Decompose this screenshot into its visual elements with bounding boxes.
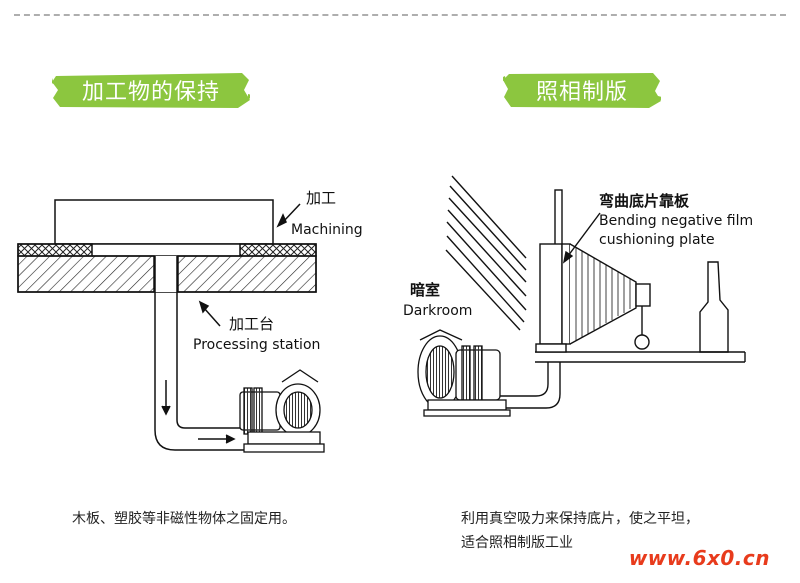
brush-stroke-left	[52, 73, 250, 108]
seal-left	[17, 243, 93, 257]
label-plate-en-2: cushioning plate	[599, 232, 715, 248]
label-machining-cn: 加工	[306, 189, 337, 207]
vacuum-pipe-inner	[176, 292, 248, 429]
banner-left-text: 加工物的保持	[81, 80, 220, 105]
top-dashed-divider	[14, 14, 786, 16]
table-hatch-right	[177, 255, 317, 293]
vacuum-blower-right	[417, 329, 511, 417]
lens-weight	[634, 334, 650, 350]
caption-right-line1: 利用真空吸力来保持底片，使之平坦，	[461, 511, 699, 527]
banner-workpiece-holding: 加工物的保持	[52, 70, 250, 110]
label-station-cn: 加工台	[229, 315, 275, 333]
camera-lens	[635, 283, 651, 307]
vacuum-pipe-right	[500, 362, 549, 397]
caption-left: 木板、塑胶等非磁性物体之固定用。	[72, 511, 296, 527]
copy-stand	[699, 261, 729, 353]
label-darkroom-en: Darkroom	[403, 303, 473, 319]
label-plate-cn: 弯曲底片靠板	[599, 192, 690, 210]
vacuum-pipe-outer	[154, 292, 248, 451]
table-hatch-left	[17, 255, 155, 293]
label-station-en: Processing station	[193, 337, 321, 353]
vacuum-blower-left	[239, 369, 325, 453]
brush-stroke-right	[503, 73, 661, 108]
banner-photo-platemaking: 照相制版	[503, 70, 661, 110]
darkroom-curtain-lines	[445, 175, 527, 331]
plate-support-post	[554, 189, 563, 247]
camera-bellows	[569, 243, 637, 345]
seal-right	[239, 243, 317, 257]
watermark: www.6x0.cn	[628, 546, 770, 570]
cushion-plate-board	[539, 243, 563, 345]
banner-right-text: 照相制版	[535, 80, 628, 105]
label-plate-en-1: Bending negative film	[599, 213, 754, 229]
label-darkroom-cn: 暗室	[410, 281, 441, 299]
workpiece-block	[54, 199, 274, 245]
label-machining-en: Machining	[291, 222, 363, 238]
platemaking-diagram	[445, 175, 746, 409]
caption-right-line2: 适合照相制版工业	[461, 535, 573, 551]
processing-station-diagram	[17, 199, 317, 451]
